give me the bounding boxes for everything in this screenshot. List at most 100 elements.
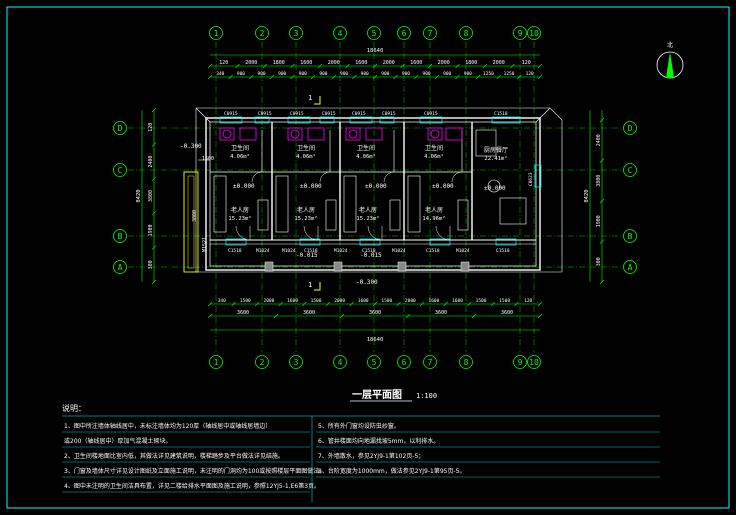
opening-label-bottom: M1024 xyxy=(256,248,270,254)
dim-top-2-tick xyxy=(352,74,357,80)
dim-bottom-1-label: 340 xyxy=(218,298,226,304)
opening-label-bottom: C1518 xyxy=(228,248,242,254)
axis-bubble-2 xyxy=(255,355,269,369)
notes-header: 说明： xyxy=(62,403,86,413)
room-name: 卫生间 xyxy=(297,144,315,152)
level-floor-1: ±0.000 xyxy=(233,183,255,190)
dim-top-2-label: 900 xyxy=(257,71,265,77)
axis-label-1: 1 xyxy=(214,358,219,367)
room-name: 老人房 xyxy=(425,206,443,214)
axis-bubble-7 xyxy=(423,355,437,369)
dim-top-1-label: 2000 xyxy=(328,60,340,66)
axis-label-B: B xyxy=(118,232,123,241)
dim-bottom-1-tick xyxy=(396,301,401,307)
dim-top-2-label: 120 xyxy=(526,71,534,77)
dim-left-tick xyxy=(151,279,157,285)
axis-bubble-3 xyxy=(289,355,303,369)
axis-label-5: 5 xyxy=(372,29,377,38)
dim-bottom-1-label: 1600 xyxy=(452,298,463,304)
dim-left-tick xyxy=(151,176,157,182)
dim-bottom-1-tick xyxy=(325,301,331,307)
drawing-scale: 1:100 xyxy=(416,392,437,400)
axis-label-9: 9 xyxy=(518,29,523,38)
dim-top-1-label: 120 xyxy=(522,60,531,66)
columns xyxy=(264,261,470,272)
axis-label-1: 1 xyxy=(214,29,219,38)
level-marks: ±0.000 ±0.000 ±0.000 ±0.000 ±0.000 -0.01… xyxy=(180,143,506,286)
dim-bottom-1-tick xyxy=(254,301,260,307)
room-area: 4.06m² xyxy=(424,153,444,160)
dim-bottom-1-tick xyxy=(443,301,448,307)
dim-bottom-2-tick xyxy=(471,313,477,319)
window-label-top: C1518 xyxy=(494,111,508,117)
dim-top-1-label: 1600 xyxy=(355,60,367,66)
dim-top-1-tick xyxy=(262,63,268,69)
building-walls xyxy=(195,107,563,273)
dim-top-2-label: 900 xyxy=(443,71,451,77)
opening-label-bottom: C1518 xyxy=(362,248,376,254)
axis-bubble-9 xyxy=(513,26,527,40)
axis-bubble-4 xyxy=(333,355,347,369)
furniture xyxy=(213,129,527,233)
axis-bubble-B xyxy=(113,229,127,243)
north-label: 北 xyxy=(667,41,673,49)
axis-bubble-5 xyxy=(367,26,381,40)
ramp-width: 3800 xyxy=(192,210,198,222)
dim-top-2-label: 1250 xyxy=(504,71,515,77)
dim-left-label: 300 xyxy=(148,260,154,269)
axis-label-10: 10 xyxy=(529,358,539,367)
dim-top-2-tick xyxy=(372,74,378,80)
drawing-title-block: 一层平面图 1:100 xyxy=(350,389,437,402)
window-label-top: C0915 xyxy=(290,111,304,117)
dim-top-1-tick xyxy=(510,63,515,69)
drawing-border xyxy=(6,6,730,509)
room-name: 厨房餐厅 xyxy=(484,146,508,154)
axis-label-C: C xyxy=(628,166,633,175)
dim-bottom-1-label: 2000 xyxy=(334,298,345,304)
dim-top-2-tick xyxy=(249,74,254,80)
level-floor-4: ±0.000 xyxy=(432,183,454,190)
dim-top-2-tick xyxy=(496,74,501,80)
axis-label-4: 4 xyxy=(338,358,343,367)
dim-bottom-1-label: 1600 xyxy=(287,298,298,304)
dim-top-2-tick xyxy=(393,74,398,80)
dim-right-label: 1900 xyxy=(596,215,602,227)
dim-bottom-2-tick xyxy=(207,313,213,319)
dim-bottom-2-tick xyxy=(273,313,279,319)
dim-right-label: 300 xyxy=(596,257,602,266)
dim-bottom-1-tick xyxy=(372,301,378,307)
window-label-top: C0915 xyxy=(352,111,366,117)
dim-bottom-1-label: 1600 xyxy=(429,298,440,304)
dim-left-label: 120 xyxy=(148,123,154,132)
room-name: 老人房 xyxy=(359,206,377,214)
dim-bottom-1-tick xyxy=(467,301,472,307)
dim-bottom-1-label: 1500 xyxy=(240,298,251,304)
dim-bottom-1-label: 1600 xyxy=(358,298,369,304)
dim-top-1-tick xyxy=(455,63,460,69)
room-area: 22.41m² xyxy=(484,155,507,162)
dim-top-1-label: 1800 xyxy=(465,60,477,66)
dim-top-1-label: 1600 xyxy=(410,60,422,66)
stair-width: 1500 xyxy=(202,156,214,162)
dim-top-total: 18640 xyxy=(367,48,384,54)
dim-left-label: 1900 xyxy=(148,224,154,236)
dim-bottom-2-label: 3600 xyxy=(303,310,315,316)
level-corridor-1: -0.015 xyxy=(296,252,318,259)
window-label-top: C0915 xyxy=(424,111,438,117)
section-mark-bottom: 1 xyxy=(308,281,312,289)
window-label-top: C0915 xyxy=(382,111,396,117)
axis-bubble-D xyxy=(113,121,127,135)
dim-left-tick xyxy=(151,210,157,216)
dim-top-2-tick xyxy=(455,74,460,80)
axis-label-9: 9 xyxy=(518,358,523,367)
dim-bottom-1-label: 2000 xyxy=(264,298,275,304)
opening-label-bottom: C1518 xyxy=(496,248,510,254)
axis-label-3: 3 xyxy=(294,29,299,38)
window-label-top: C0915 xyxy=(224,111,238,117)
dim-bottom-1-tick xyxy=(514,301,519,307)
dim-bottom-2-tick xyxy=(405,313,411,319)
room-name: 老人房 xyxy=(297,206,315,214)
dim-top-1-tick xyxy=(317,63,323,69)
level-corridor-2: -0.015 xyxy=(360,252,382,259)
dim-left-tick xyxy=(151,107,157,113)
